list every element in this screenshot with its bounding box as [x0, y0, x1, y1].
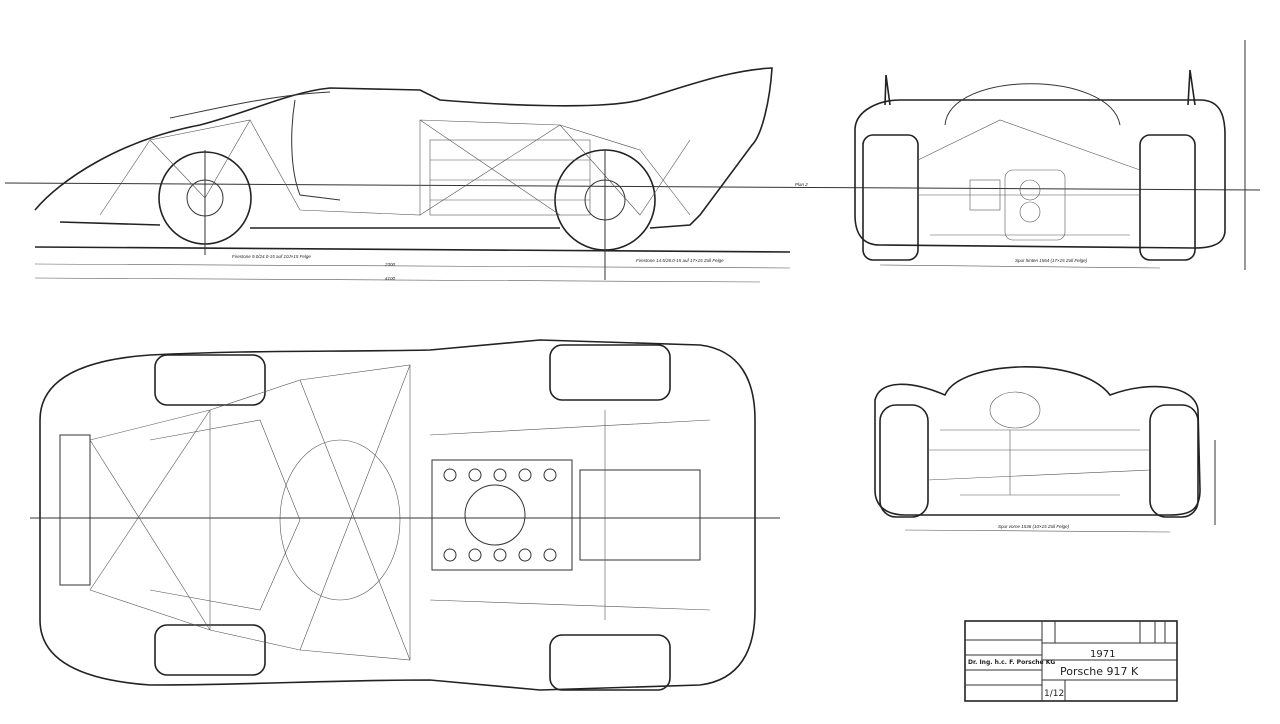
rear-left-tire — [862, 134, 919, 261]
length-label: 4100 — [385, 276, 396, 281]
rear-tire-note: Firestone 14.5/26.0-15 auf 17×15 Zoll Fe… — [636, 258, 724, 263]
front-mechanicals — [927, 391, 1151, 496]
side-spaceframe — [99, 119, 691, 216]
top-front-right-tire — [154, 624, 266, 676]
door-line — [291, 99, 341, 201]
wheelbase-dim-line — [34, 263, 791, 269]
front-body-outline — [874, 366, 1201, 516]
rear-body-outline — [854, 99, 1226, 249]
front-track-note: Spur vorne 1536 (10×15 Zoll Felge) — [998, 524, 1070, 529]
reference-line — [4, 182, 1261, 191]
rear-mechanicals — [917, 119, 1141, 241]
company-name: Dr. Ing. h.c. F. Porsche KG — [968, 659, 1055, 666]
top-spaceframe — [89, 364, 411, 661]
rear-view: Spur hinten 1564 (17×15 Zoll Felge) — [854, 40, 1246, 270]
ground-line — [34, 246, 791, 253]
scale: 1/12 — [1044, 689, 1064, 699]
top-rear-right-tire — [549, 634, 671, 691]
plane-label: Plan 2 — [795, 182, 808, 187]
rear-right-tire — [1139, 134, 1196, 261]
front-left-tire — [879, 404, 929, 518]
top-rear-left-tire — [549, 344, 671, 401]
top-rear-suspension — [429, 410, 711, 620]
length-dim-line — [34, 277, 761, 283]
title-block-frame — [964, 620, 1178, 702]
year: 1971 — [1090, 649, 1115, 660]
rear-track-note: Spur hinten 1564 (17×15 Zoll Felge) — [1015, 258, 1088, 263]
wheelbase-label: 2300 — [384, 262, 396, 267]
rear-fins — [884, 69, 1196, 106]
top-front-left-tire — [154, 354, 266, 406]
front-tire-note: Firestone 9.0/24.0-15 auf 10J×15 Felge — [232, 254, 311, 259]
front-right-tire — [1149, 404, 1199, 518]
side-body-outline — [34, 67, 773, 229]
model-name: Porsche 917 K — [1060, 665, 1139, 678]
top-body-outline — [39, 339, 756, 691]
rear-roof-dome — [944, 83, 1121, 126]
top-radiator — [59, 434, 91, 586]
title-block: Dr. Ing. h.c. F. Porsche KG 1971 Porsche… — [964, 620, 1178, 702]
front-track-dim — [904, 529, 1171, 533]
windscreen-line — [169, 91, 331, 119]
front-view: Spur vorne 1536 (10×15 Zoll Felge) — [874, 366, 1216, 533]
top-engine — [431, 459, 701, 571]
side-view: Firestone 9.0/24.0-15 auf 10J×15 Felge F… — [4, 67, 1261, 283]
rear-track-dim — [879, 264, 1161, 269]
top-view — [30, 339, 780, 691]
